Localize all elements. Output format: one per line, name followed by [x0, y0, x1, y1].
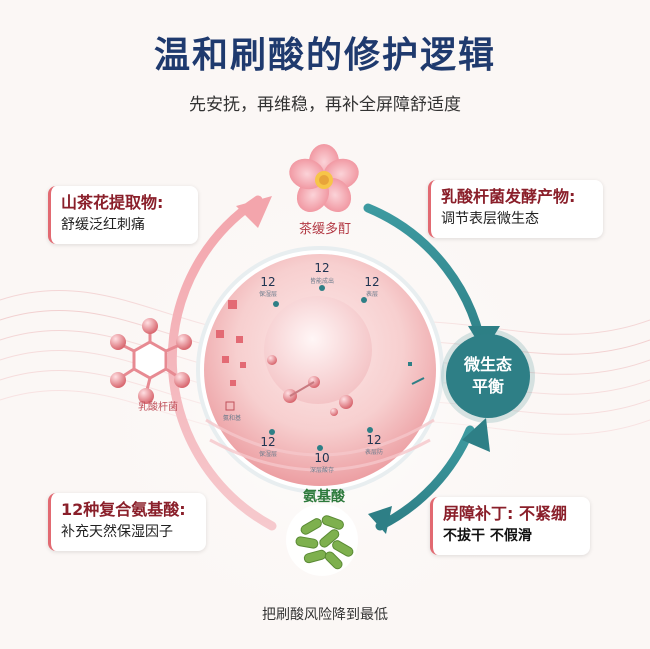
skin-marker-label-5: 深层酸存: [310, 466, 334, 474]
teal-arrow-left: [368, 506, 392, 534]
skin-marker-label-6: 表层防: [365, 448, 383, 456]
skin-marker-label-2: 保湿层: [259, 290, 277, 298]
balance-line-2: 平衡: [471, 377, 504, 396]
microbiome-balance-badge: 微生态 平衡: [446, 334, 530, 418]
skin-marker-value-5: 10: [314, 451, 329, 465]
skin-left-label: 氨和基: [223, 414, 241, 422]
balance-line-1: 微生态: [463, 355, 512, 374]
flower-label: 茶缓多酊: [298, 222, 351, 237]
pink-arrow-head: [236, 196, 272, 228]
skin-markers: [269, 285, 425, 451]
amino-acid-capsules-icon: [286, 504, 358, 576]
card-body: 舒缓泛红刺痛: [61, 217, 145, 233]
skin-marker-value-2: 12: [260, 275, 275, 289]
card-heading: 山茶花提取物:: [61, 193, 164, 212]
card-body: 调节表层微生态: [441, 211, 539, 227]
card-lactobacillus-ferment: 乳酸杆菌发酵产物: 调节表层微生态: [428, 180, 603, 238]
molecule-atoms: [110, 318, 192, 404]
footer-caption: 把刷酸风险降到最低: [262, 607, 388, 623]
skin-marker-label-3: 表层: [366, 290, 378, 298]
page-title: 温和刷酸的修护逻辑: [153, 35, 496, 76]
amino-acid-label: 氨基酸: [303, 489, 345, 505]
skin-cells-left: [216, 300, 246, 386]
camellia-flower-icon: [289, 144, 359, 213]
teal-arrow-up: [462, 418, 490, 452]
skin-marker-value-4: 12: [260, 435, 275, 449]
card-heading: 屏障补丁: 不紧绷: [443, 504, 567, 523]
page-subtitle: 先安抚，再维稳，再补全屏障舒适度: [189, 95, 461, 115]
card-amino-acids: 12种复合氨基酸: 补充天然保湿因子: [48, 493, 206, 551]
skin-marker-value-1: 12: [314, 261, 329, 275]
card-camellia-extract: 山茶花提取物: 舒缓泛红刺痛: [48, 186, 198, 244]
skin-marker-label-1: 皆能成出: [310, 277, 334, 285]
skin-marker-label-4: 保湿层: [259, 450, 277, 458]
card-body: 不拔干 不假滑: [443, 528, 532, 544]
skin-marker-value-6: 12: [366, 433, 381, 447]
card-barrier-patch: 屏障补丁: 不紧绷 不拔干 不假滑: [430, 497, 590, 555]
skin-marker-value-3: 12: [364, 275, 379, 289]
cell: [264, 296, 372, 404]
card-body: 补充天然保湿因子: [61, 524, 173, 540]
pink-arc-left: [167, 195, 277, 531]
molecule-label: 乳酸杆菌: [138, 402, 178, 413]
card-heading: 乳酸杆菌发酵产物:: [441, 187, 576, 206]
cube-outline: [225, 401, 235, 411]
card-heading: 12种复合氨基酸:: [61, 500, 186, 519]
teal-arc-bottom: [375, 425, 475, 531]
